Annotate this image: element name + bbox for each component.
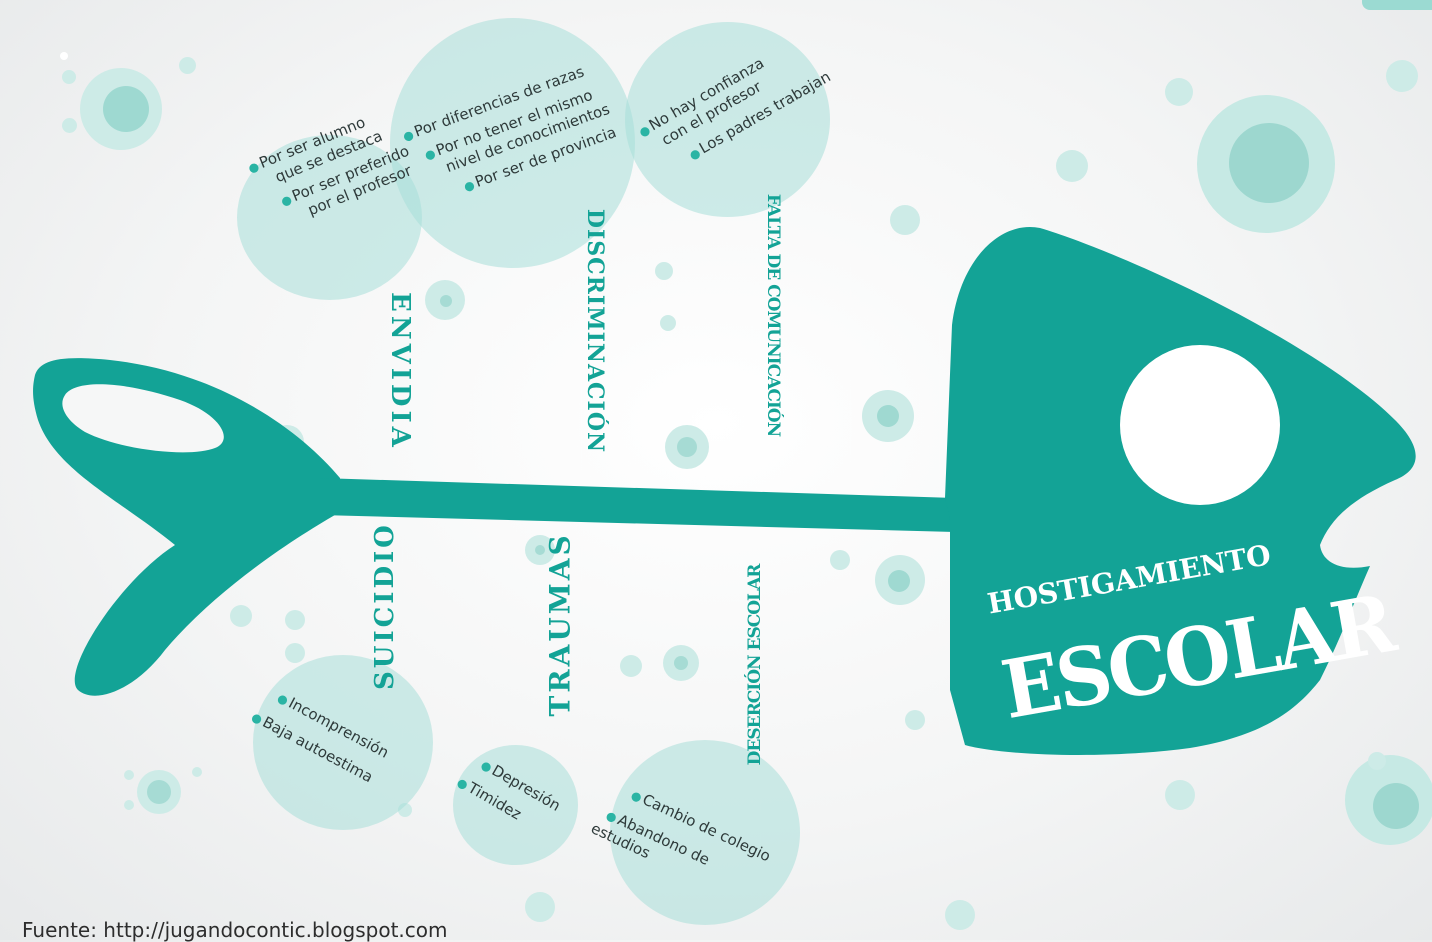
decor-bubble [674,656,688,670]
cause-label: DISCRIMINACIÓN [582,208,608,454]
effect-label: TRAUMAS [543,532,577,717]
decor-bubble [1165,780,1195,810]
decor-bubble [62,70,76,84]
effect-cloud-desercion [610,740,800,925]
decor-bubble [877,405,899,427]
effect-label: DESERCIÓN ESCOLAR [745,564,765,766]
decor-bubble [830,550,850,570]
effect-cloud-suicidio [253,655,433,830]
fish-eye [1120,345,1280,505]
cause-cloud-comunicacion [625,22,830,217]
effect-label: SUICIDIO [370,522,400,690]
decor-bubble [1386,60,1418,92]
decor-bubble [124,770,134,780]
decor-bubble [62,118,77,133]
decor-bubble [230,605,252,627]
decor-bubble [60,52,68,60]
cause-cloud-discriminacion [390,18,635,268]
tail-hole [62,384,224,453]
cause-label: FALTA DE COMUNICACIÓN [763,193,783,437]
decor-bubble [1229,123,1309,203]
decor-bubble [677,437,697,457]
decor-bubble [1373,783,1419,829]
decor-bubble [535,545,545,555]
decor-bubble [285,610,305,630]
cause-label: ENVIDIA [385,292,415,451]
decor-bubble [905,710,925,730]
decor-bubble [103,86,149,132]
decor-bubble [179,57,196,74]
decor-bubble [655,262,673,280]
corner-tab [1362,0,1432,10]
decor-bubble [1165,78,1193,106]
decor-bubble [888,570,910,592]
decor-bubble [1368,752,1386,770]
decor-bubble [620,655,642,677]
decor-bubble [285,643,305,663]
fish-spine [320,478,955,532]
decor-bubble [945,900,975,930]
decor-bubble [525,892,555,922]
fish-tail [33,358,340,696]
decor-bubble [1056,150,1088,182]
decor-bubble [124,800,134,810]
decor-bubble [147,780,171,804]
decor-bubble [890,205,920,235]
decor-bubble [192,767,202,777]
source-caption: Fuente: http://jugandocontic.blogspot.co… [22,918,448,942]
decor-bubble [440,295,452,307]
decor-bubble [660,315,676,331]
effect-cloud-traumas [453,745,578,865]
